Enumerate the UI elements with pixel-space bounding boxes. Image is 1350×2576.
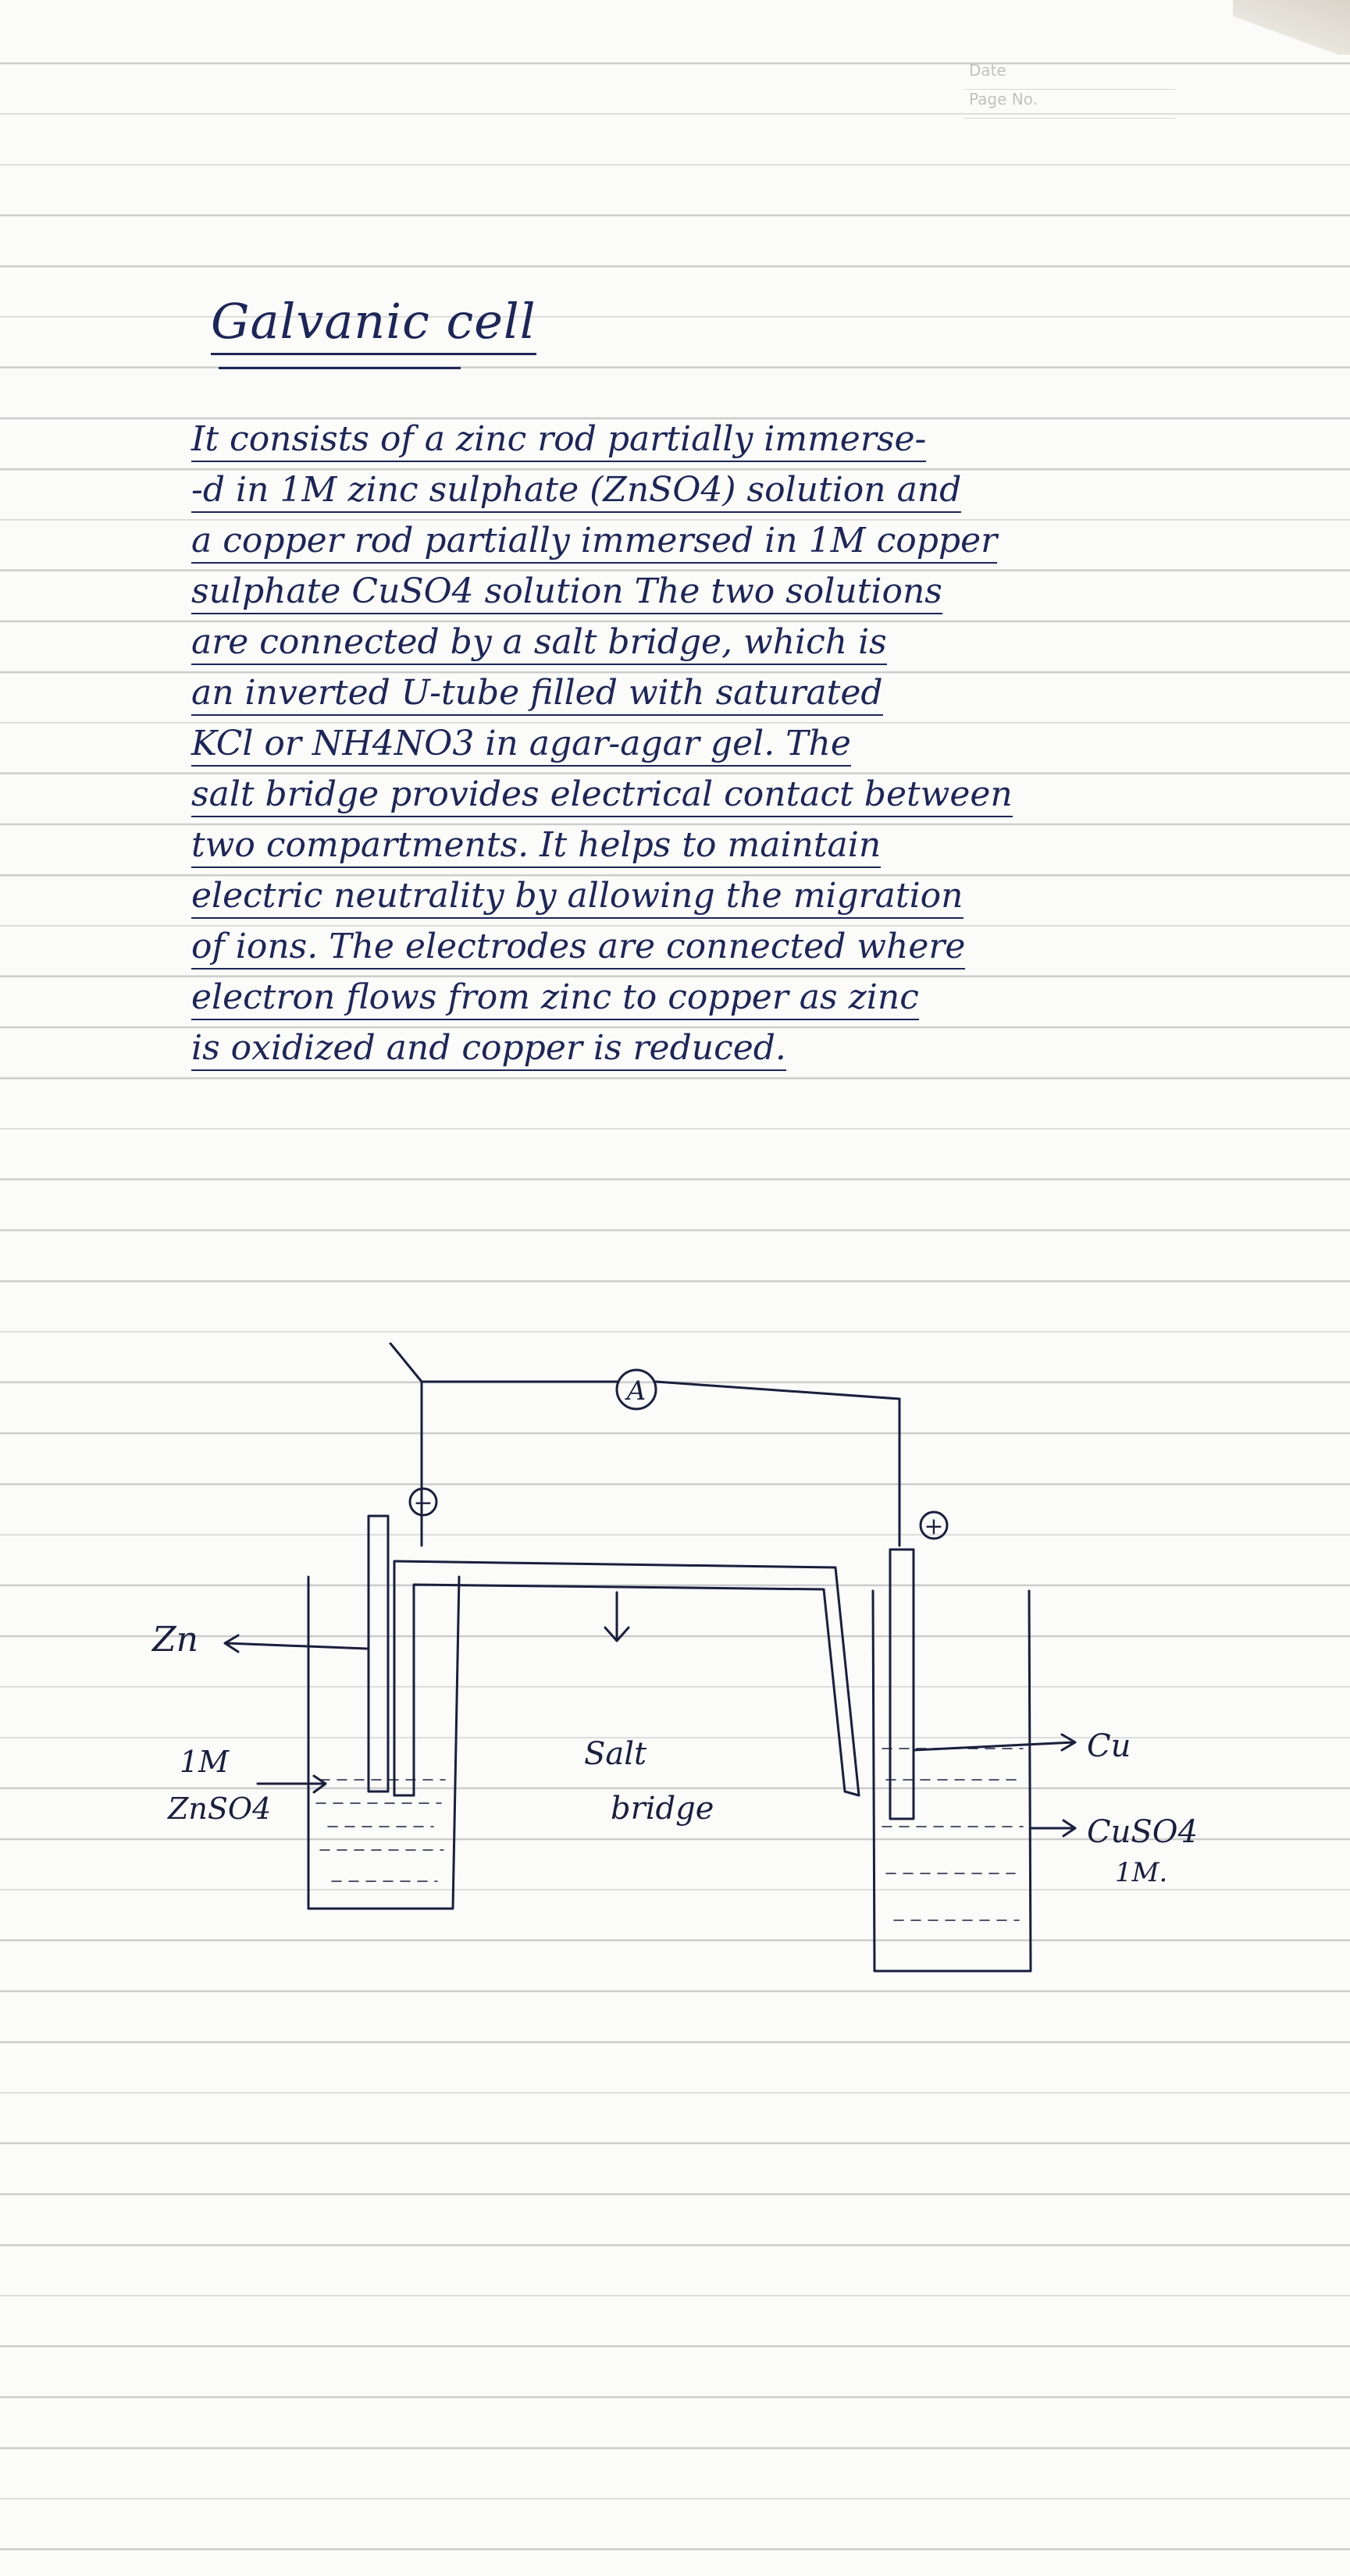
header-date-field: Date — [964, 61, 1175, 90]
torn-corner — [1233, 0, 1350, 55]
salt-bridge-arrow — [604, 1591, 630, 1642]
salt-bridge-label-line-1: Salt — [584, 1736, 647, 1772]
zn-solution-label-line-1: 1M — [180, 1745, 230, 1779]
galvanic-cell-diagram: A − + Salt bridge Zn 1M ZnSO4 — [151, 1343, 1198, 1973]
cathode-sign: + — [924, 1513, 943, 1540]
note-line: It consists of a zinc rod partially imme… — [191, 414, 1222, 464]
zinc-beaker — [307, 1575, 461, 1910]
note-line: electron flows from zinc to copper as zi… — [191, 972, 1222, 1023]
copper-solution-surface — [882, 1748, 1024, 1921]
zinc-rod — [367, 1514, 390, 1793]
note-line: are connected by a salt bridge, which is — [191, 617, 1222, 667]
wire-top-right — [654, 1380, 901, 1547]
zn-solution-arrow — [256, 1774, 327, 1794]
note-line: KCl or NH4NO3 in agar-agar gel. The — [191, 718, 1222, 769]
salt-bridge-outer — [393, 1560, 860, 1797]
cu-solution-label-line-1: CuSO4 — [1087, 1814, 1198, 1850]
note-line: electric neutrality by allowing the migr… — [191, 870, 1222, 921]
zn-solution-label-line-2: ZnSO4 — [167, 1791, 271, 1826]
cu-arrow — [912, 1733, 1077, 1752]
salt-bridge-label-line-2: bridge — [611, 1791, 714, 1827]
cathode-terminal-circle — [919, 1510, 949, 1540]
salt-bridge-inner — [412, 1583, 846, 1797]
anode-sign: − — [413, 1489, 433, 1517]
header-page-no-field: Page No. — [964, 90, 1175, 119]
zn-label: Zn — [151, 1620, 198, 1660]
copper-beaker — [871, 1589, 1032, 1973]
note-line: salt bridge provides electrical contact … — [191, 769, 1222, 820]
note-body: It consists of a zinc rod partially imme… — [191, 414, 1222, 1073]
zn-arrow — [223, 1634, 369, 1653]
note-line: of ions. The electrodes are connected wh… — [191, 921, 1222, 972]
note-line: sulphate CuSO4 solution The two solution… — [191, 566, 1222, 617]
note-line: is oxidized and copper is reduced. — [191, 1023, 1222, 1073]
page-title: Galvanic cell — [211, 293, 536, 355]
salt-bridge-ends — [393, 1790, 860, 1797]
note-line: -d in 1M zinc sulphate (ZnSO4) solution … — [191, 464, 1222, 515]
note-line: an inverted U-tube filled with saturated — [191, 667, 1222, 718]
note-line: a copper rod partially immersed in 1M co… — [191, 515, 1222, 566]
anode-terminal-circle — [408, 1487, 438, 1517]
title-double-underline — [219, 367, 461, 369]
copper-rod — [889, 1548, 915, 1820]
zinc-solution-surface — [315, 1779, 446, 1882]
cuso4-arrow — [1029, 1819, 1077, 1838]
cu-label: Cu — [1087, 1728, 1131, 1764]
note-line: two compartments. It helps to maintain — [191, 820, 1222, 870]
cu-solution-label-line-2: 1M. — [1115, 1857, 1167, 1888]
ammeter-circle — [615, 1368, 657, 1411]
page-header-box: Date Page No. — [964, 61, 1175, 162]
ammeter-label: A — [625, 1375, 647, 1407]
